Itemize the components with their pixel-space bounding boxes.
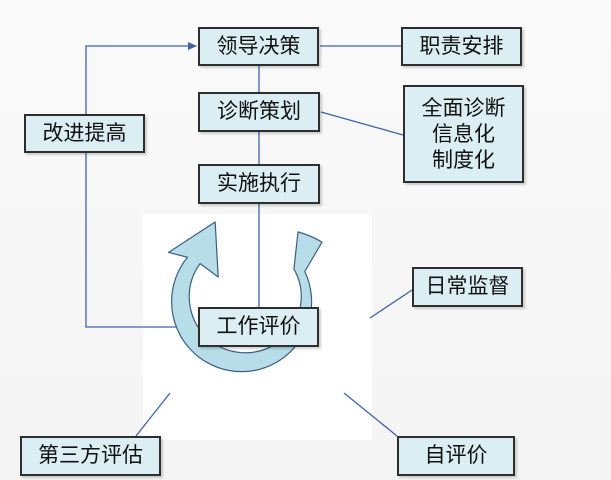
feedback-loop-line [85,42,198,328]
node-quanmian-diagnosis: 全面诊断 信息化 制度化 [403,85,524,183]
node-gongzuo-evaluation: 工作评价 [198,307,319,347]
node-disanfang-assessment: 第三方评估 [20,436,161,476]
node-shishi-execution: 实施执行 [198,164,320,204]
line-zhenduan-quanmian [320,111,404,136]
node-zhenduan-planning: 诊断策划 [198,92,320,132]
node-gaijin-improvement: 改进提高 [24,114,145,153]
line-cycle-richang [369,289,413,319]
line-cycle-zipingjia [343,392,398,437]
cycle-arrow [167,221,323,373]
node-zhize-arrangement: 职责安排 [401,27,522,66]
node-richang-supervision: 日常监督 [412,267,523,307]
node-zipingjia-self-evaluation: 自评价 [397,436,515,476]
node-lingdao-decision: 领导决策 [198,27,319,66]
line-cycle-disanfang [135,392,171,437]
